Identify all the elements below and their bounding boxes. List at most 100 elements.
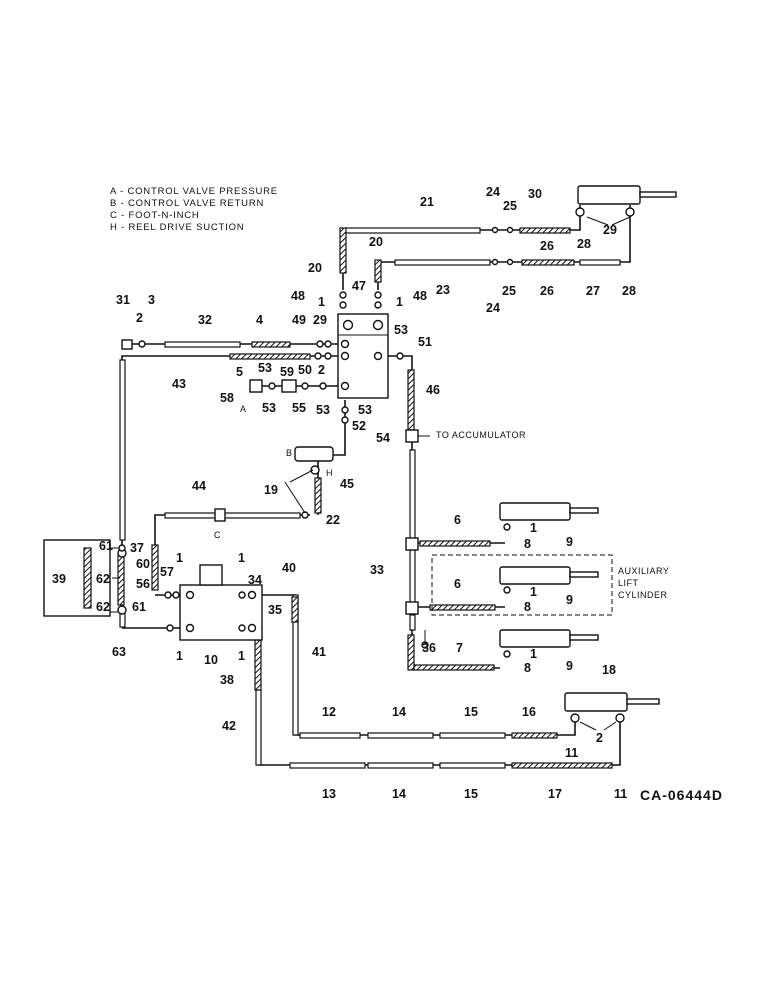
callout-27: 27 (586, 284, 600, 298)
manifold-45 (294, 446, 334, 462)
callout-9-top: 9 (566, 535, 573, 549)
oil-cooler-39 (43, 539, 111, 617)
callout-28: 28 (577, 237, 591, 251)
tubes (119, 227, 621, 769)
callout-35: 35 (268, 603, 282, 617)
callout-19: 19 (264, 483, 278, 497)
callout-28-lower: 28 (622, 284, 636, 298)
callouts: 30 24 25 21 26 28 29 20 20 23 24 25 26 2… (52, 185, 636, 801)
note-cylinder: CYLINDER (618, 590, 668, 600)
callout-58: 58 (220, 391, 234, 405)
callout-1-cyl-top: 1 (530, 521, 537, 535)
callout-25: 25 (503, 199, 517, 213)
hose-46 (407, 369, 415, 431)
callout-29: 29 (603, 223, 617, 237)
callout-48-left: 48 (291, 289, 305, 303)
tube-33-mid (409, 549, 416, 606)
tube-43 (119, 359, 126, 541)
callout-6-aux: 6 (454, 577, 461, 591)
leader-lines (112, 216, 631, 731)
tube-41 (292, 594, 299, 736)
callout-1-cyl-aux: 1 (530, 585, 537, 599)
cylinder-9-top-rod (569, 507, 599, 514)
tube-14-lower (367, 762, 434, 769)
note-auxiliary: AUXILIARY (618, 566, 669, 576)
callout-5: 5 (236, 365, 243, 379)
hose-37 (151, 544, 159, 591)
callout-46: 46 (426, 383, 440, 397)
callout-51: 51 (418, 335, 432, 349)
hose-40 (291, 596, 299, 623)
port-letter-c: C (214, 530, 221, 540)
tube-15-upper (439, 732, 506, 739)
hose-62 (117, 554, 125, 606)
tube-32 (164, 341, 241, 348)
callout-26: 26 (540, 239, 554, 253)
callout-21: 21 (420, 195, 434, 209)
hose-26-top (519, 227, 571, 234)
callout-11-upper: 11 (565, 746, 578, 760)
callout-44: 44 (192, 479, 206, 493)
legend: A - CONTROL VALVE PRESSURE B - CONTROL V… (110, 186, 278, 234)
note-to-accumulator: TO ACCUMULATOR (436, 430, 526, 440)
callout-54: 54 (376, 431, 390, 445)
callout-14-upper: 14 (392, 705, 406, 719)
tube-15-lower (439, 762, 506, 769)
cylinder-30-rod (639, 191, 677, 198)
callout-42: 42 (222, 719, 236, 733)
tube-21 (344, 227, 481, 234)
cylinder-18-rod (626, 698, 660, 705)
callout-4: 4 (256, 313, 263, 327)
drawing-number: CA-06444D (640, 787, 723, 803)
callout-40: 40 (282, 561, 296, 575)
callout-14-lower: 14 (392, 787, 406, 801)
callout-48-right: 48 (413, 289, 427, 303)
hose-16 (511, 732, 558, 739)
callout-63: 63 (112, 645, 126, 659)
callout-38: 38 (220, 673, 234, 687)
callout-1-motor-d: 1 (238, 649, 245, 663)
callout-9-aux: 9 (566, 593, 573, 607)
fitting-58 (249, 379, 263, 393)
cylinder-9-aux (499, 566, 571, 585)
callout-60: 60 (136, 557, 150, 571)
callout-53-c: 53 (262, 401, 276, 415)
tee-33-aux (405, 601, 419, 615)
callout-43: 43 (172, 377, 186, 391)
callout-20-left: 20 (308, 261, 322, 275)
callout-10: 10 (204, 653, 218, 667)
tube-23 (394, 259, 491, 266)
hose-17 (511, 762, 613, 769)
callout-23: 23 (436, 283, 450, 297)
note-lift: LIFT (618, 578, 639, 588)
hose-20-right (374, 259, 382, 283)
callout-24: 24 (486, 185, 500, 199)
callout-24-lower: 24 (486, 301, 500, 315)
callout-15-upper: 15 (464, 705, 478, 719)
tube-44 (164, 512, 301, 519)
callout-1-valve-left: 1 (318, 295, 325, 309)
callout-41: 41 (312, 645, 326, 659)
cylinder-9-top (499, 502, 571, 521)
callout-53-b: 53 (394, 323, 408, 337)
callout-13: 13 (322, 787, 336, 801)
hose-5 (229, 353, 311, 360)
callout-8-low: 8 (524, 661, 531, 675)
callout-62-low: 62 (96, 600, 110, 614)
callout-9-low: 9 (566, 659, 573, 673)
hose-6-mid (429, 604, 496, 611)
callout-1-valve-right: 1 (396, 295, 403, 309)
tube-27 (579, 259, 621, 266)
tee-33-top (405, 537, 419, 551)
callout-1-cyl-low: 1 (530, 647, 537, 661)
callout-62-top: 62 (96, 572, 110, 586)
callout-61-low: 61 (132, 600, 146, 614)
auxiliary-lift-box (431, 554, 613, 616)
cylinder-18 (564, 692, 628, 712)
callout-57: 57 (160, 565, 174, 579)
tube-33-top (409, 449, 416, 541)
callout-12: 12 (322, 705, 336, 719)
callout-1-motor-a: 1 (176, 551, 183, 565)
components (43, 185, 677, 723)
callout-7: 7 (456, 641, 463, 655)
